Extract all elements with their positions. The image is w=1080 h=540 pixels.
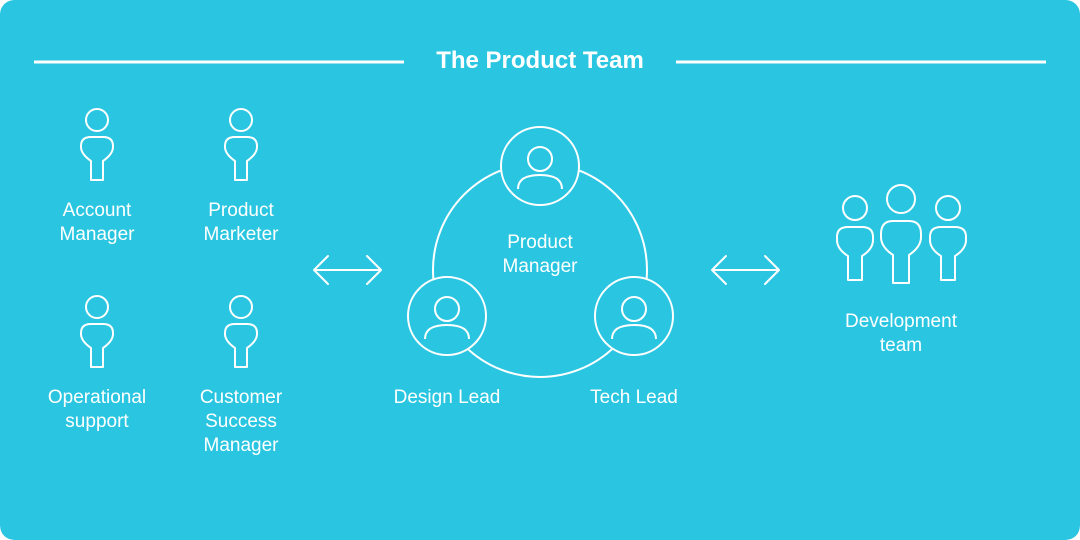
development-team-label: Development team	[845, 311, 957, 356]
double-arrow-icon	[711, 255, 780, 285]
double-arrow-icon	[313, 255, 382, 285]
person-icon	[224, 295, 258, 368]
person-icon	[224, 108, 258, 181]
core-label-product-manager: Product Manager	[502, 232, 578, 277]
person-avatar-icon	[500, 126, 580, 206]
core-label-design-lead: Design Lead	[393, 387, 501, 408]
group-icon	[836, 184, 967, 284]
person-avatar-icon	[407, 276, 487, 356]
person-icon	[80, 295, 114, 368]
stakeholder-label-product-marketer: Product Marketer	[203, 200, 279, 245]
person-avatar-icon	[594, 276, 674, 356]
stakeholder-label-operational-support: Operational support	[47, 387, 147, 432]
page-title: The Product Team	[436, 47, 644, 74]
stakeholder-label-account-manager: Account Manager	[59, 200, 135, 245]
stakeholder-label-customer-success-manager: Customer Success Manager	[199, 387, 283, 456]
core-label-tech-lead: Tech Lead	[590, 387, 678, 408]
person-icon	[80, 108, 114, 181]
